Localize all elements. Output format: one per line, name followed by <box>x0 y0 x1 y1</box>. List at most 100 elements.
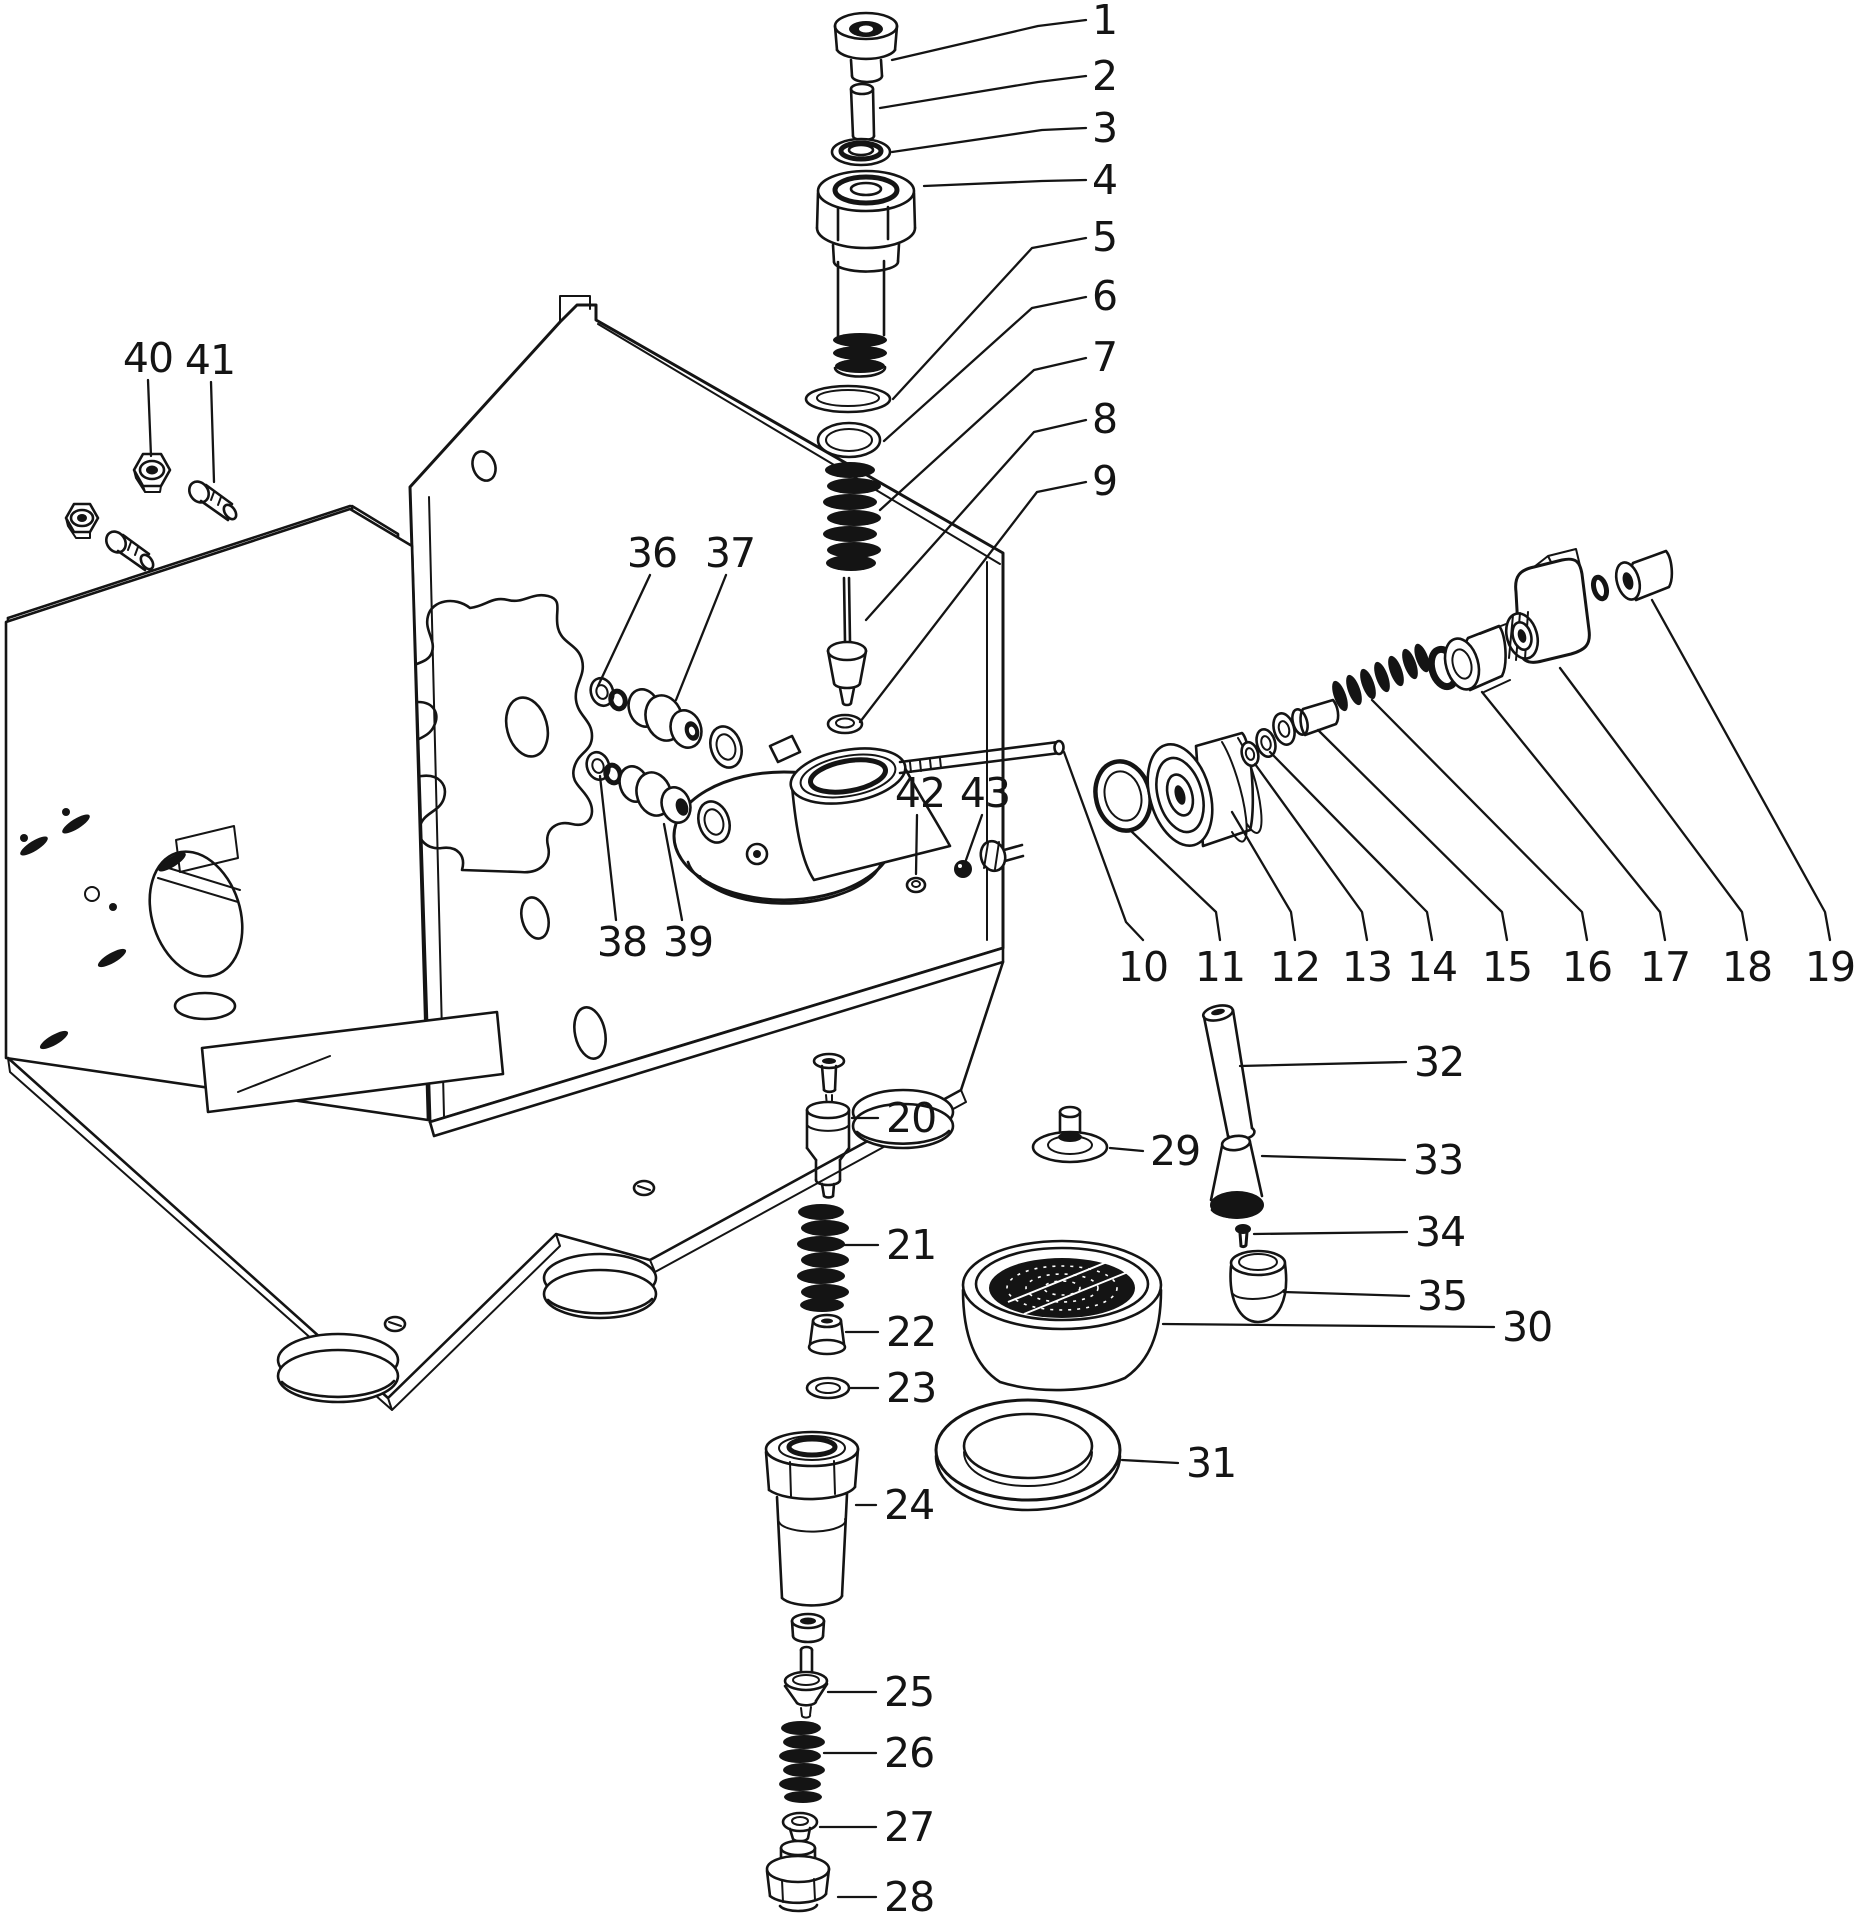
part-9-seat-ring <box>826 713 864 735</box>
leader-line-40 <box>146 378 153 458</box>
right-fitting-chain <box>1093 548 1674 848</box>
part-4-hex-fitting <box>815 169 917 378</box>
head-mouth-rim <box>799 753 897 799</box>
part-27-washer <box>781 1811 819 1843</box>
part-14-ring <box>1255 728 1277 758</box>
plate-hole-small-oval <box>471 450 497 482</box>
callout-label-15: 15 <box>1482 943 1532 991</box>
callout-label-22: 22 <box>886 1308 936 1356</box>
part-30-shower-screen <box>961 1239 1163 1392</box>
callout-label-17: 17 <box>1640 943 1690 991</box>
leader-line-15 <box>1316 728 1509 942</box>
leader-line-13 <box>1253 762 1369 942</box>
part-42-seal-ring <box>905 876 927 894</box>
part-11-large-o-ring <box>1093 759 1153 833</box>
part-7-spring <box>823 462 881 571</box>
callout-label-25: 25 <box>884 1668 934 1716</box>
callout-label-11: 11 <box>1195 943 1245 991</box>
lower-valve-chain <box>797 1052 851 1400</box>
portafilter-stack <box>764 1430 860 1913</box>
callout-label-32: 32 <box>1414 1038 1464 1086</box>
callout-label-35: 35 <box>1417 1272 1467 1320</box>
head-mouth-thread <box>807 757 889 795</box>
leader-line-33 <box>1260 1154 1407 1162</box>
part-31-group-gasket <box>934 1398 1122 1512</box>
callout-label-31: 31 <box>1186 1439 1236 1487</box>
part-39-adapter <box>618 765 692 824</box>
leader-line-31 <box>1120 1458 1180 1465</box>
bell-inner-arc-2 <box>699 875 867 905</box>
part-32-wand-tube <box>1201 1004 1256 1141</box>
part-24-cylinder-body <box>764 1430 860 1607</box>
callout-label-5: 5 <box>1092 213 1117 261</box>
rail-top-edge <box>6 504 352 620</box>
leader-line-7 <box>878 356 1088 512</box>
base-left-wing <box>4 507 430 1122</box>
group-head-assembly <box>672 734 1065 905</box>
leader-line-19 <box>1650 598 1832 942</box>
callout-label-14: 14 <box>1407 943 1457 991</box>
leader-line-3 <box>890 126 1088 154</box>
part-10-pipe <box>898 739 1065 775</box>
part-41-bolt <box>187 480 238 522</box>
part-3-washer <box>830 137 892 167</box>
leader-line-38 <box>598 774 618 922</box>
leader-line-43 <box>964 813 984 862</box>
leader-line-35 <box>1282 1290 1411 1298</box>
fasteners <box>64 452 238 572</box>
part-2-pin <box>849 82 876 142</box>
steam-wand-group <box>1201 1004 1288 1324</box>
head-lug <box>768 734 802 764</box>
leader-line-34 <box>1252 1230 1409 1236</box>
callout-label-30: 30 <box>1502 1303 1552 1351</box>
bolt-second <box>104 530 155 572</box>
small-top-bolt <box>812 1052 846 1107</box>
part-23-o-ring <box>805 1376 851 1400</box>
callout-label-39: 39 <box>663 918 713 966</box>
part-19-cap <box>1590 549 1674 602</box>
leader-line-30 <box>1161 1322 1496 1329</box>
callout-label-19: 19 <box>1805 943 1855 991</box>
part-17-compression-nut <box>1427 623 1511 693</box>
screen-gasket-group <box>934 1105 1163 1512</box>
part-20-valve-fitting <box>805 1100 851 1199</box>
part-40-hex-nut <box>132 452 172 493</box>
part-18-elbow-fitting <box>1504 548 1591 664</box>
pipe-union-nut <box>979 839 1025 873</box>
part-21-spring <box>797 1204 849 1312</box>
callout-label-1: 1 <box>1092 0 1117 44</box>
leader-line-1 <box>890 18 1088 62</box>
vertical-plate <box>408 303 1005 1124</box>
part-13-ring <box>1240 740 1260 768</box>
leader-line-4 <box>922 178 1088 188</box>
part-36-ring-washer <box>589 676 628 712</box>
leader-line-8 <box>864 418 1088 622</box>
part-29-screw-washer <box>1031 1105 1109 1164</box>
part-22-nipple <box>807 1313 847 1356</box>
leader-line-5 <box>891 236 1088 401</box>
mount-fittings <box>585 676 743 844</box>
part-28-hex-union <box>765 1839 831 1913</box>
leader-line-12 <box>1230 810 1297 942</box>
callout-label-9: 9 <box>1092 457 1117 505</box>
leader-line-36 <box>596 573 652 688</box>
callout-label-28: 28 <box>884 1873 934 1919</box>
leader-line-17 <box>1480 690 1667 942</box>
callout-label-41: 41 <box>185 336 235 384</box>
callout-label-18: 18 <box>1722 943 1772 991</box>
callout-label-12: 12 <box>1270 943 1320 991</box>
machine-feet <box>173 991 955 1404</box>
callout-label-8: 8 <box>1092 395 1117 443</box>
callout-label-16: 16 <box>1562 943 1612 991</box>
callout-label-6: 6 <box>1092 272 1117 320</box>
part-8-valve-stem <box>826 576 868 707</box>
callout-label-38: 38 <box>597 918 647 966</box>
base-edge-thickness <box>7 1057 967 1411</box>
part-43-ball <box>954 860 972 878</box>
part-37-adapter <box>627 688 703 749</box>
hex-nut-second <box>64 502 100 539</box>
part-1-cap-bolt <box>833 11 899 84</box>
small-nut <box>790 1612 826 1644</box>
part-16-spring <box>1332 643 1430 712</box>
